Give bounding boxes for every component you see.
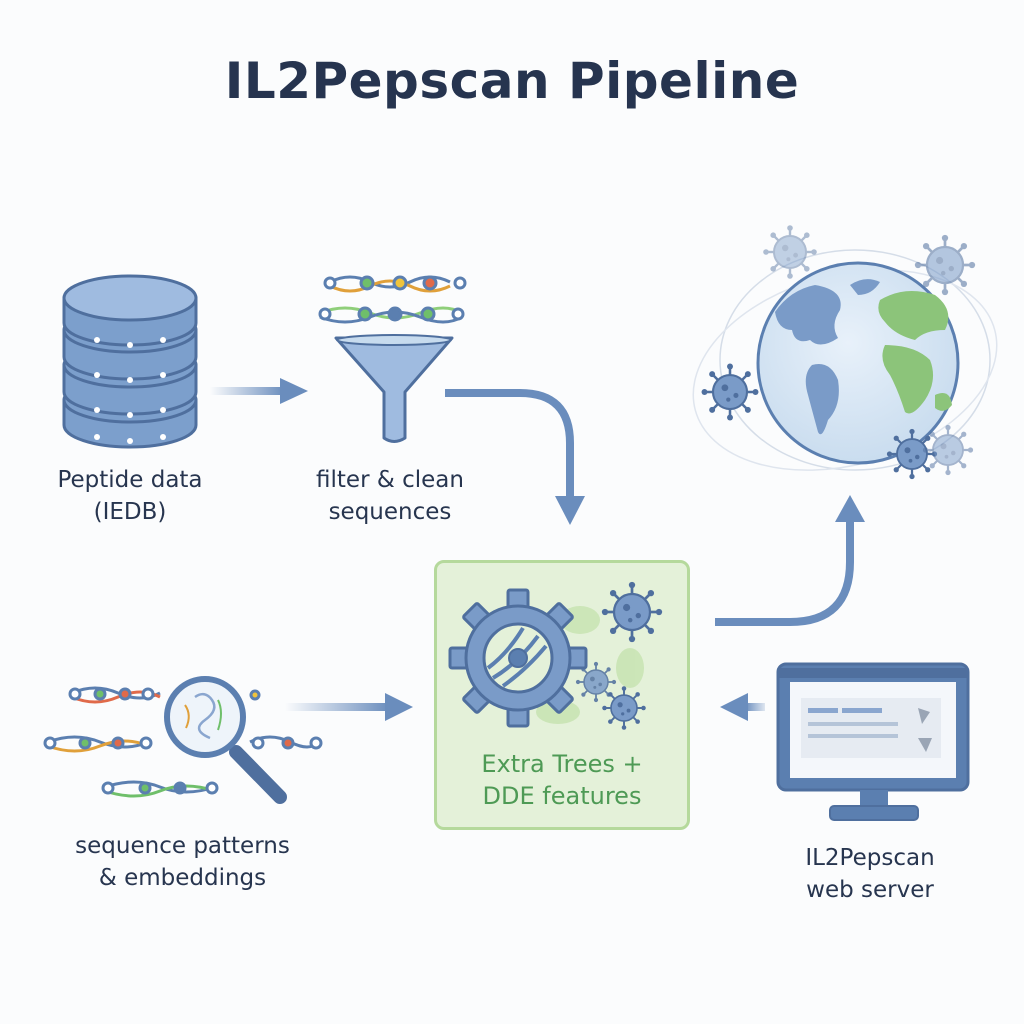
database-icon: [62, 274, 198, 449]
patterns-line2: & embeddings: [98, 865, 267, 891]
patterns-label: sequence patterns & embeddings: [40, 830, 325, 894]
globe-icon: [692, 249, 998, 471]
server-label: IL2Pepscan web server: [770, 842, 970, 906]
magnifier-icon: [164, 676, 287, 804]
arrow-server-to-model: [720, 693, 765, 721]
sequence-strands-icon: [318, 275, 467, 324]
arrow-patterns-to-model: [285, 693, 413, 721]
peptide-data-line1: Peptide data: [57, 467, 203, 493]
server-line2: web server: [806, 877, 934, 903]
peptide-data-line2: (IEDB): [93, 499, 167, 525]
patterns-line1: sequence patterns: [75, 833, 290, 859]
page-title: IL2Pepscan Pipeline: [224, 52, 800, 110]
arrow-model-to-globe: [715, 495, 865, 626]
filter-label: filter & clean sequences: [290, 464, 490, 528]
monitor-icon: [776, 662, 970, 821]
filter-line1: filter & clean: [316, 467, 464, 493]
arrow-filter-to-model: [445, 389, 585, 525]
filter-line2: sequences: [328, 499, 452, 525]
sequence-patterns-icon: [43, 686, 323, 798]
server-line1: IL2Pepscan: [805, 845, 935, 871]
model-label-line2: DDE features: [482, 782, 642, 810]
funnel-icon: [334, 334, 454, 443]
model-label-line1: Extra Trees +: [481, 750, 643, 778]
arrow-db-to-filter: [210, 378, 308, 404]
model-label: Extra Trees + DDE features: [434, 748, 690, 812]
peptide-data-label: Peptide data (IEDB): [30, 464, 230, 528]
